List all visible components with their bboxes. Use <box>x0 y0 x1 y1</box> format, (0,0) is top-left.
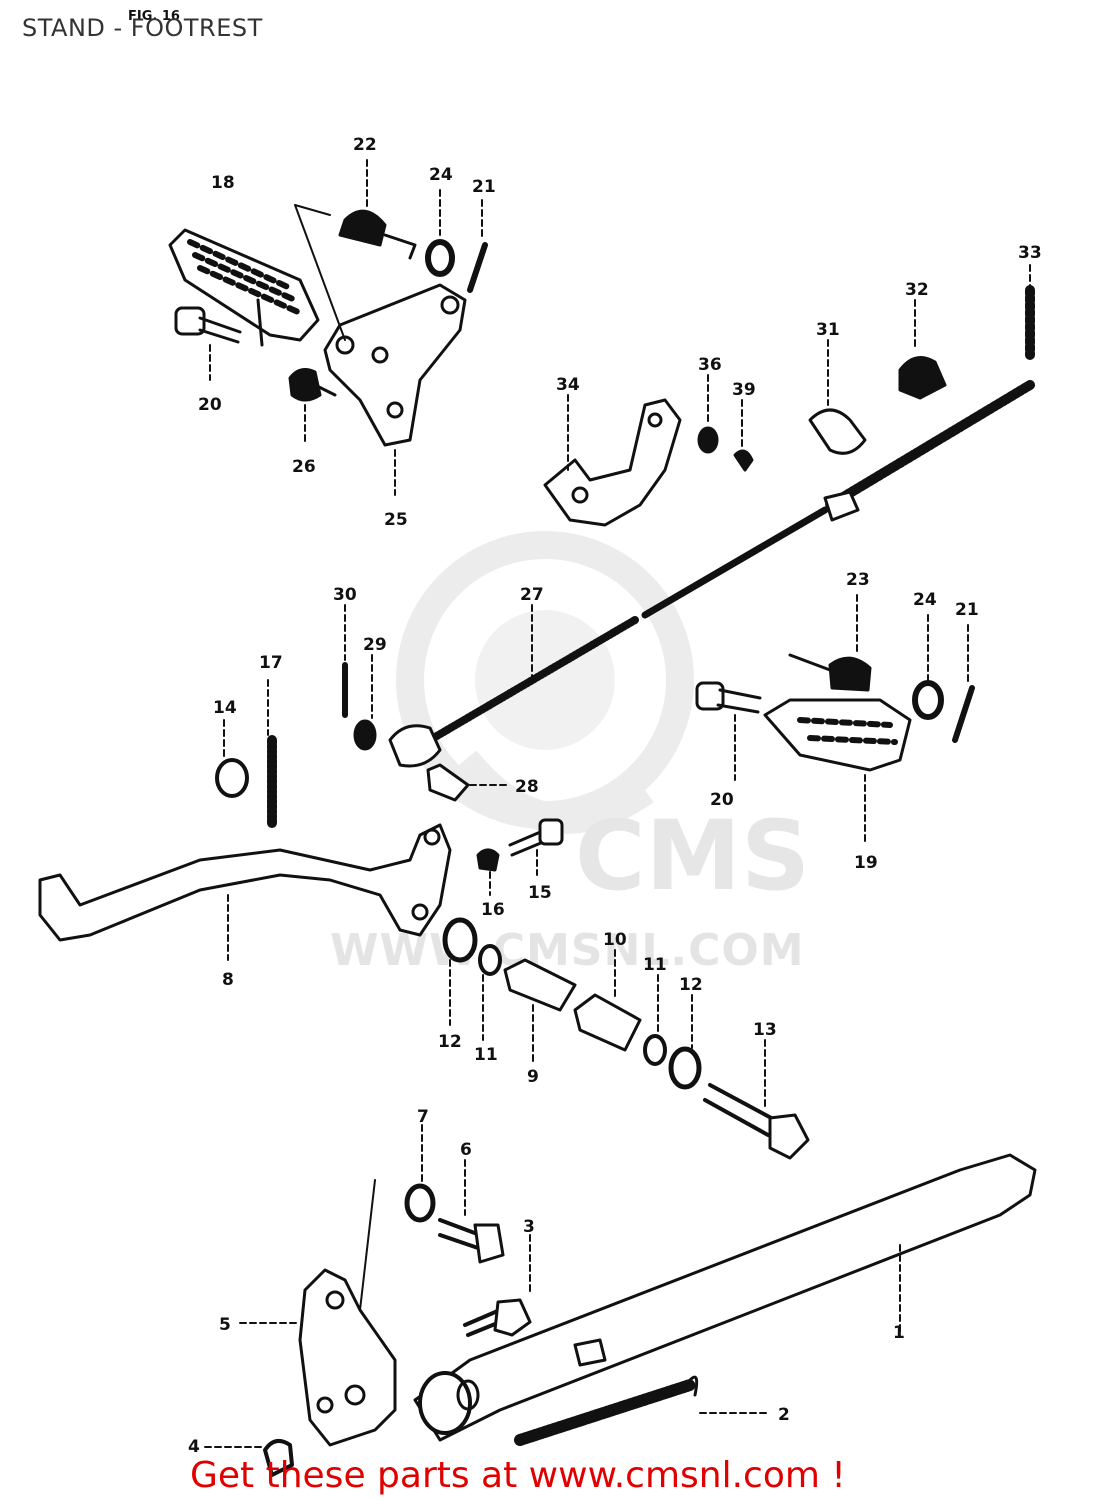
part-label: 25 <box>384 510 408 530</box>
part-label: 1 <box>893 1323 905 1343</box>
part-label: 27 <box>520 585 544 605</box>
part-label: 22 <box>353 135 377 155</box>
bracket-25 <box>294 204 467 496</box>
part-label: 9 <box>527 1067 539 1087</box>
part-label: 28 <box>515 777 539 797</box>
part-label: 32 <box>905 280 929 300</box>
part-label: 11 <box>643 955 667 975</box>
bolt-20-top <box>174 306 242 381</box>
part-label: 12 <box>679 975 703 995</box>
figure-label: FIG. 16 <box>128 9 180 24</box>
part-label: 21 <box>472 177 496 197</box>
part-label: 17 <box>259 653 283 673</box>
part-label: 24 <box>429 165 453 185</box>
footer-promo-link[interactable]: Get these parts at www.cmsnl.com ! <box>190 1455 846 1496</box>
part-label: 34 <box>556 375 580 395</box>
part-label: 23 <box>846 570 870 590</box>
part-label: 15 <box>528 883 552 903</box>
watermark-logo: CMS <box>575 800 811 912</box>
brake-rod-27 <box>388 380 1035 768</box>
part-label: 20 <box>198 395 222 415</box>
diagram-title: STAND - FOOTREST <box>22 14 263 42</box>
part-label: 13 <box>753 1020 777 1040</box>
footrest-18 <box>168 228 320 347</box>
part-label: 36 <box>698 355 722 375</box>
part-label: 5 <box>219 1315 231 1335</box>
part-label: 33 <box>1018 243 1042 263</box>
part-label: 4 <box>188 1437 200 1457</box>
part-label: 3 <box>523 1217 535 1237</box>
pivot-22 <box>338 159 417 260</box>
part-label: 30 <box>333 585 357 605</box>
part-label: 8 <box>222 970 234 990</box>
part-label: 7 <box>417 1107 429 1127</box>
part-label: 16 <box>481 900 505 920</box>
part-label: 24 <box>913 590 937 610</box>
part-label: 26 <box>292 457 316 477</box>
part-label: 11 <box>474 1045 498 1065</box>
part-label: 14 <box>213 698 237 718</box>
part-label: 39 <box>732 380 756 400</box>
part-label: 10 <box>603 930 627 950</box>
part-label: 6 <box>460 1140 472 1160</box>
part-label: 2 <box>778 1405 790 1425</box>
part-label: 19 <box>854 853 878 873</box>
watermark-rider-logo <box>396 531 694 834</box>
part-label: 18 <box>211 173 235 193</box>
part-label: 12 <box>438 1032 462 1052</box>
part-label: 29 <box>363 635 387 655</box>
part-label: 31 <box>816 320 840 340</box>
part-label: 20 <box>710 790 734 810</box>
part-label: 21 <box>955 600 979 620</box>
